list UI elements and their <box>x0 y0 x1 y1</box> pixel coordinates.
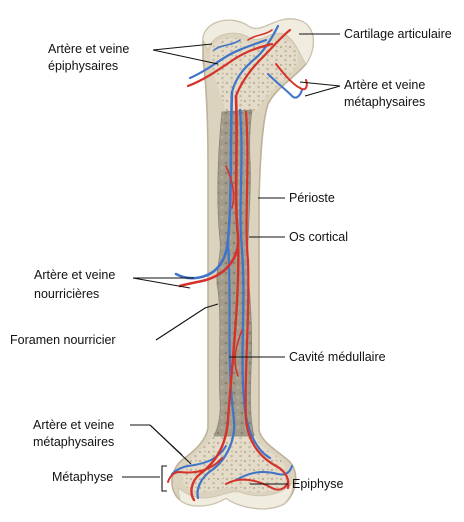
label-metaphyseal-bottom-line2: métaphysaires <box>33 435 114 449</box>
label-metaphyseal-top-line2: métaphysaires <box>344 95 425 109</box>
label-periosteum: Périoste <box>289 191 335 205</box>
label-epiphyseal-vessels-line1: Artère et veine <box>48 42 129 56</box>
label-nutrient-foramen: Foramen nourricier <box>10 333 116 347</box>
label-metaphyseal-bottom-line1: Artère et veine <box>33 418 114 432</box>
label-metaphysis: Métaphyse <box>52 470 113 484</box>
label-medullary-cavity: Cavité médullaire <box>289 350 386 364</box>
label-epiphyseal-vessels-line2: épiphysaires <box>48 59 118 73</box>
label-metaphyseal-top-line1: Artère et veine <box>344 78 425 92</box>
label-epiphysis: Epiphyse <box>292 477 343 491</box>
label-cartilage-articulaire: Cartilage articulaire <box>344 27 452 41</box>
label-nutrient-vessels-line2: nourricières <box>34 287 99 301</box>
label-nutrient-vessels-line1: Artère et veine <box>34 268 115 282</box>
label-cortical-bone: Os cortical <box>289 230 348 244</box>
